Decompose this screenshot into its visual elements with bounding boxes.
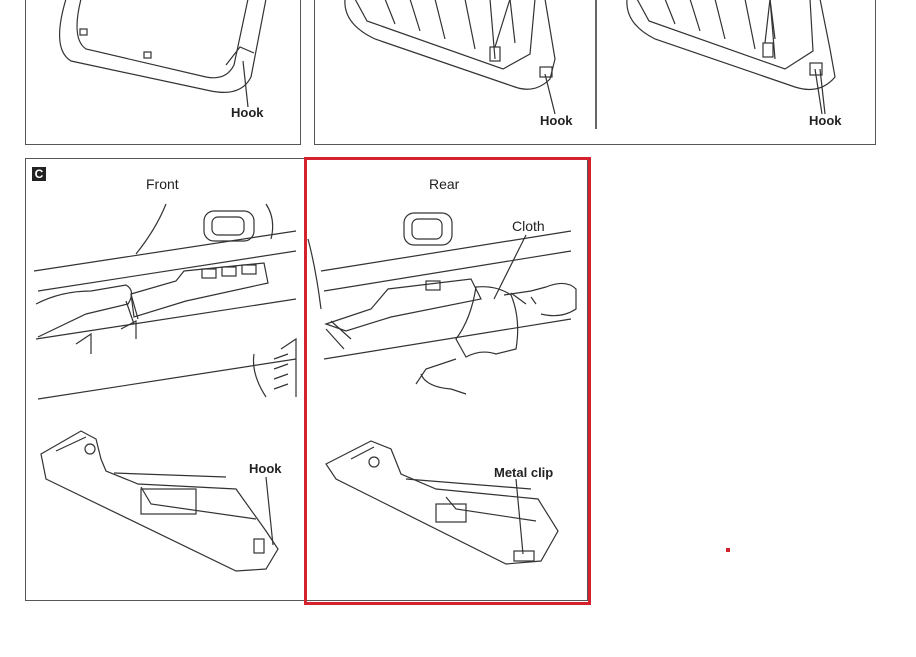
front-title: Front: [146, 176, 179, 192]
panel-c-badge: C: [32, 167, 46, 181]
hook-label: Hook: [249, 461, 282, 476]
hook-label: Hook: [231, 105, 264, 120]
rear-title: Rear: [429, 176, 460, 192]
window-trim-drawing: [58, 0, 267, 108]
cloth-label: Cloth: [512, 218, 545, 234]
metal-clip-label: Metal clip: [494, 465, 554, 480]
switch-base-drawing: [344, 0, 836, 129]
rear-highlight-box: [304, 157, 591, 605]
armrest-removal-drawing: [33, 203, 577, 572]
hook-label: Hook: [809, 113, 842, 128]
panel-top-wide: Hook Hook: [314, 0, 876, 145]
panel-top-left: Hook: [25, 0, 301, 145]
red-marker-dot: [726, 548, 730, 552]
hook-label: Hook: [540, 113, 573, 128]
